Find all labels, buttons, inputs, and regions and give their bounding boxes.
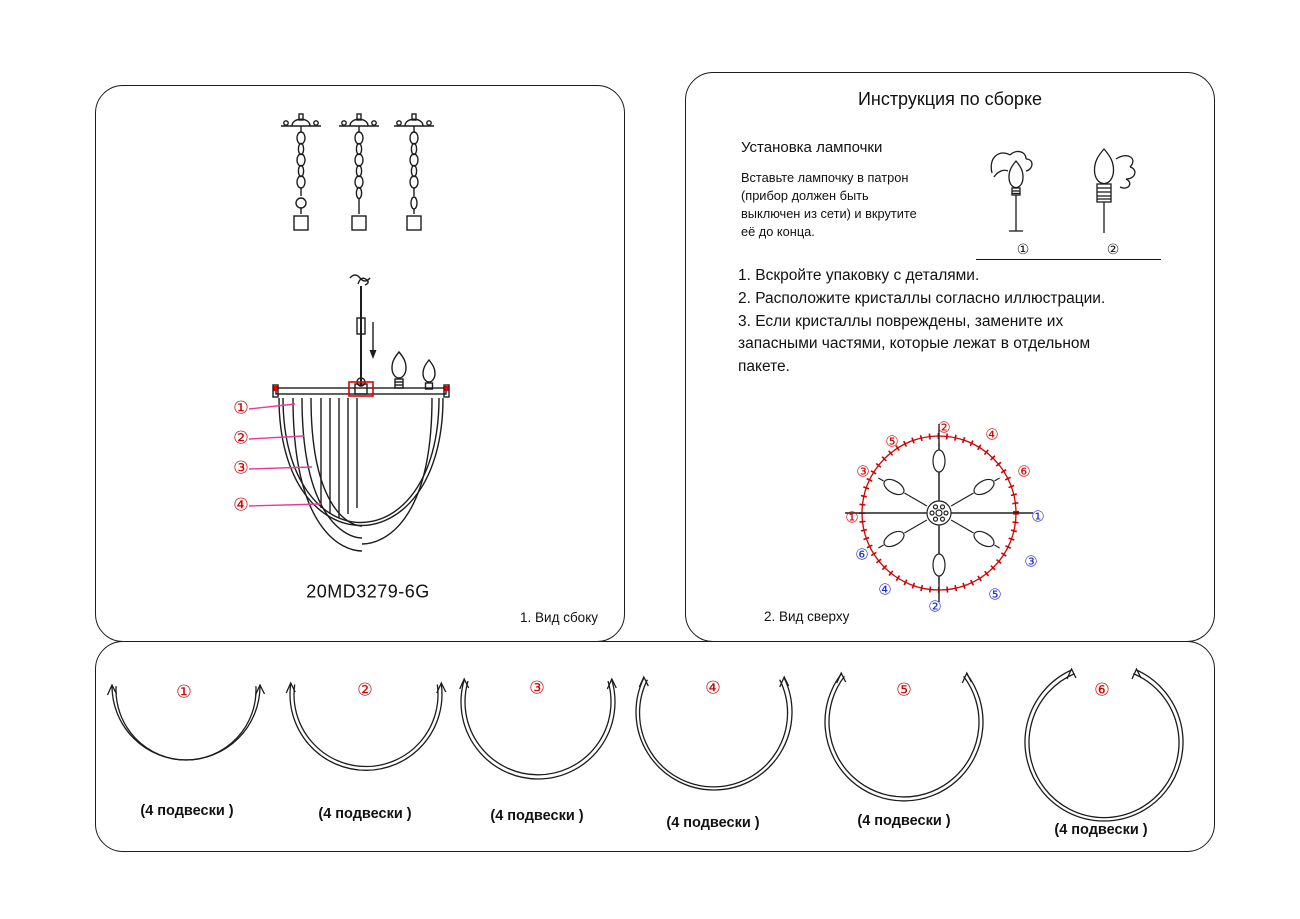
topview-red-label: ② (937, 418, 951, 437)
pendant-count-label: (4 подвески ) (490, 808, 584, 824)
hand-figure-label: ① (1016, 242, 1030, 258)
callout-leader-lines (248, 403, 322, 507)
top-view-caption: 2. Вид сверху (764, 609, 850, 624)
lamp-install-heading: Установка лампочки (741, 139, 883, 156)
chandelier-side-view-drawing (248, 113, 450, 552)
pendant-arc-number: ② (357, 680, 373, 701)
assembly-steps: 1. Вскройте упаковку с деталями. 2. Расп… (738, 265, 1198, 379)
pendant-arc-number: ④ (705, 678, 721, 699)
model-number: 20MD3279-6G (306, 581, 430, 602)
lamp-install-text: Вставьте лампочку в патрон (прибор долже… (741, 170, 917, 239)
chandelier-body-drawing (272, 274, 450, 552)
topview-red-label: ④ (985, 425, 999, 444)
hub (926, 500, 952, 526)
topview-blue-label: ① (1031, 507, 1045, 526)
side-view-caption: 1. Вид сбоку (520, 610, 598, 625)
pendant-parts-panel: ① ② ③ ④ ⑤ ⑥ (4 подвески ) (4 подвески ) … (95, 641, 1215, 852)
assembly-instructions-panel: Инструкция по сборке Установка лампочки … (685, 72, 1215, 642)
pendant-count-label: (4 подвески ) (857, 813, 951, 829)
topview-red-label: ⑤ (885, 432, 899, 451)
side-callout: ② (233, 428, 249, 449)
pendant-count-label: (4 подвески ) (666, 815, 760, 831)
pendant-arcs-drawing (106, 667, 1184, 822)
side-view-panel: ① ② ③ ④ 20MD3279-6G 1. Вид сбоку (95, 85, 625, 642)
topview-blue-label: ⑤ (988, 585, 1002, 604)
topview-blue-label: ④ (878, 580, 892, 599)
topview-red-label: ① (845, 508, 859, 527)
side-callout: ③ (233, 458, 249, 479)
hand-figure-label: ② (1106, 242, 1120, 258)
topview-blue-label: ⑥ (855, 545, 869, 564)
pendant-arc-number: ① (176, 682, 192, 703)
topview-red-label: ⑥ (1017, 462, 1031, 481)
pendant-arc-number: ⑥ (1094, 680, 1110, 701)
pendant-count-label: (4 подвески ) (318, 806, 412, 822)
pendant-count-label: (4 подвески ) (140, 803, 234, 819)
side-callout: ④ (233, 495, 249, 516)
lamp-figure-divider (976, 259, 1161, 260)
top-view-diagram (845, 424, 1033, 602)
hand-bulb-step2-icon (1093, 148, 1136, 233)
pendant-arc-number: ⑤ (896, 680, 912, 701)
topview-blue-label: ③ (1024, 552, 1038, 571)
pendant-arc-number: ③ (529, 678, 545, 699)
topview-blue-label: ② (928, 597, 942, 616)
assembly-step: 1. Вскройте упаковку с деталями. (738, 267, 980, 284)
assembly-step: 3. Если кристаллы повреждены, замените и… (738, 312, 1091, 376)
topview-red-label: ③ (856, 462, 870, 481)
hand-bulb-step1-icon (990, 150, 1033, 232)
ceiling-mount-options-drawing (281, 113, 434, 231)
side-callout: ① (233, 398, 249, 419)
assembly-step: 2. Расположите кристаллы согласно иллюст… (738, 289, 1106, 307)
page-title: Инструкция по сборке (857, 89, 1043, 109)
pendant-count-label: (4 подвески ) (1054, 822, 1148, 838)
